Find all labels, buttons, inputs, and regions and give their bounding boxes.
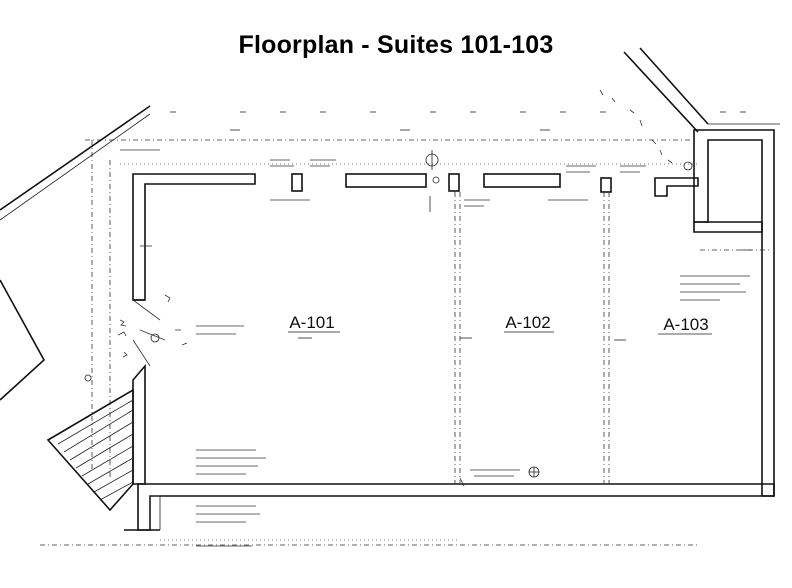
property-lines (40, 47, 780, 546)
suite-label-a103: A-103 (663, 315, 708, 334)
suite-labels: A-101 A-102 A-103 (288, 313, 712, 335)
left-site-features (0, 105, 188, 512)
suite-label-a101: A-101 (289, 313, 334, 332)
page-title: Floorplan - Suites 101-103 (238, 31, 554, 59)
demising-walls (454, 192, 610, 484)
annotation-marks (120, 89, 752, 547)
suite-label-a102: A-102 (505, 313, 550, 332)
exterior-walls (124, 129, 775, 531)
